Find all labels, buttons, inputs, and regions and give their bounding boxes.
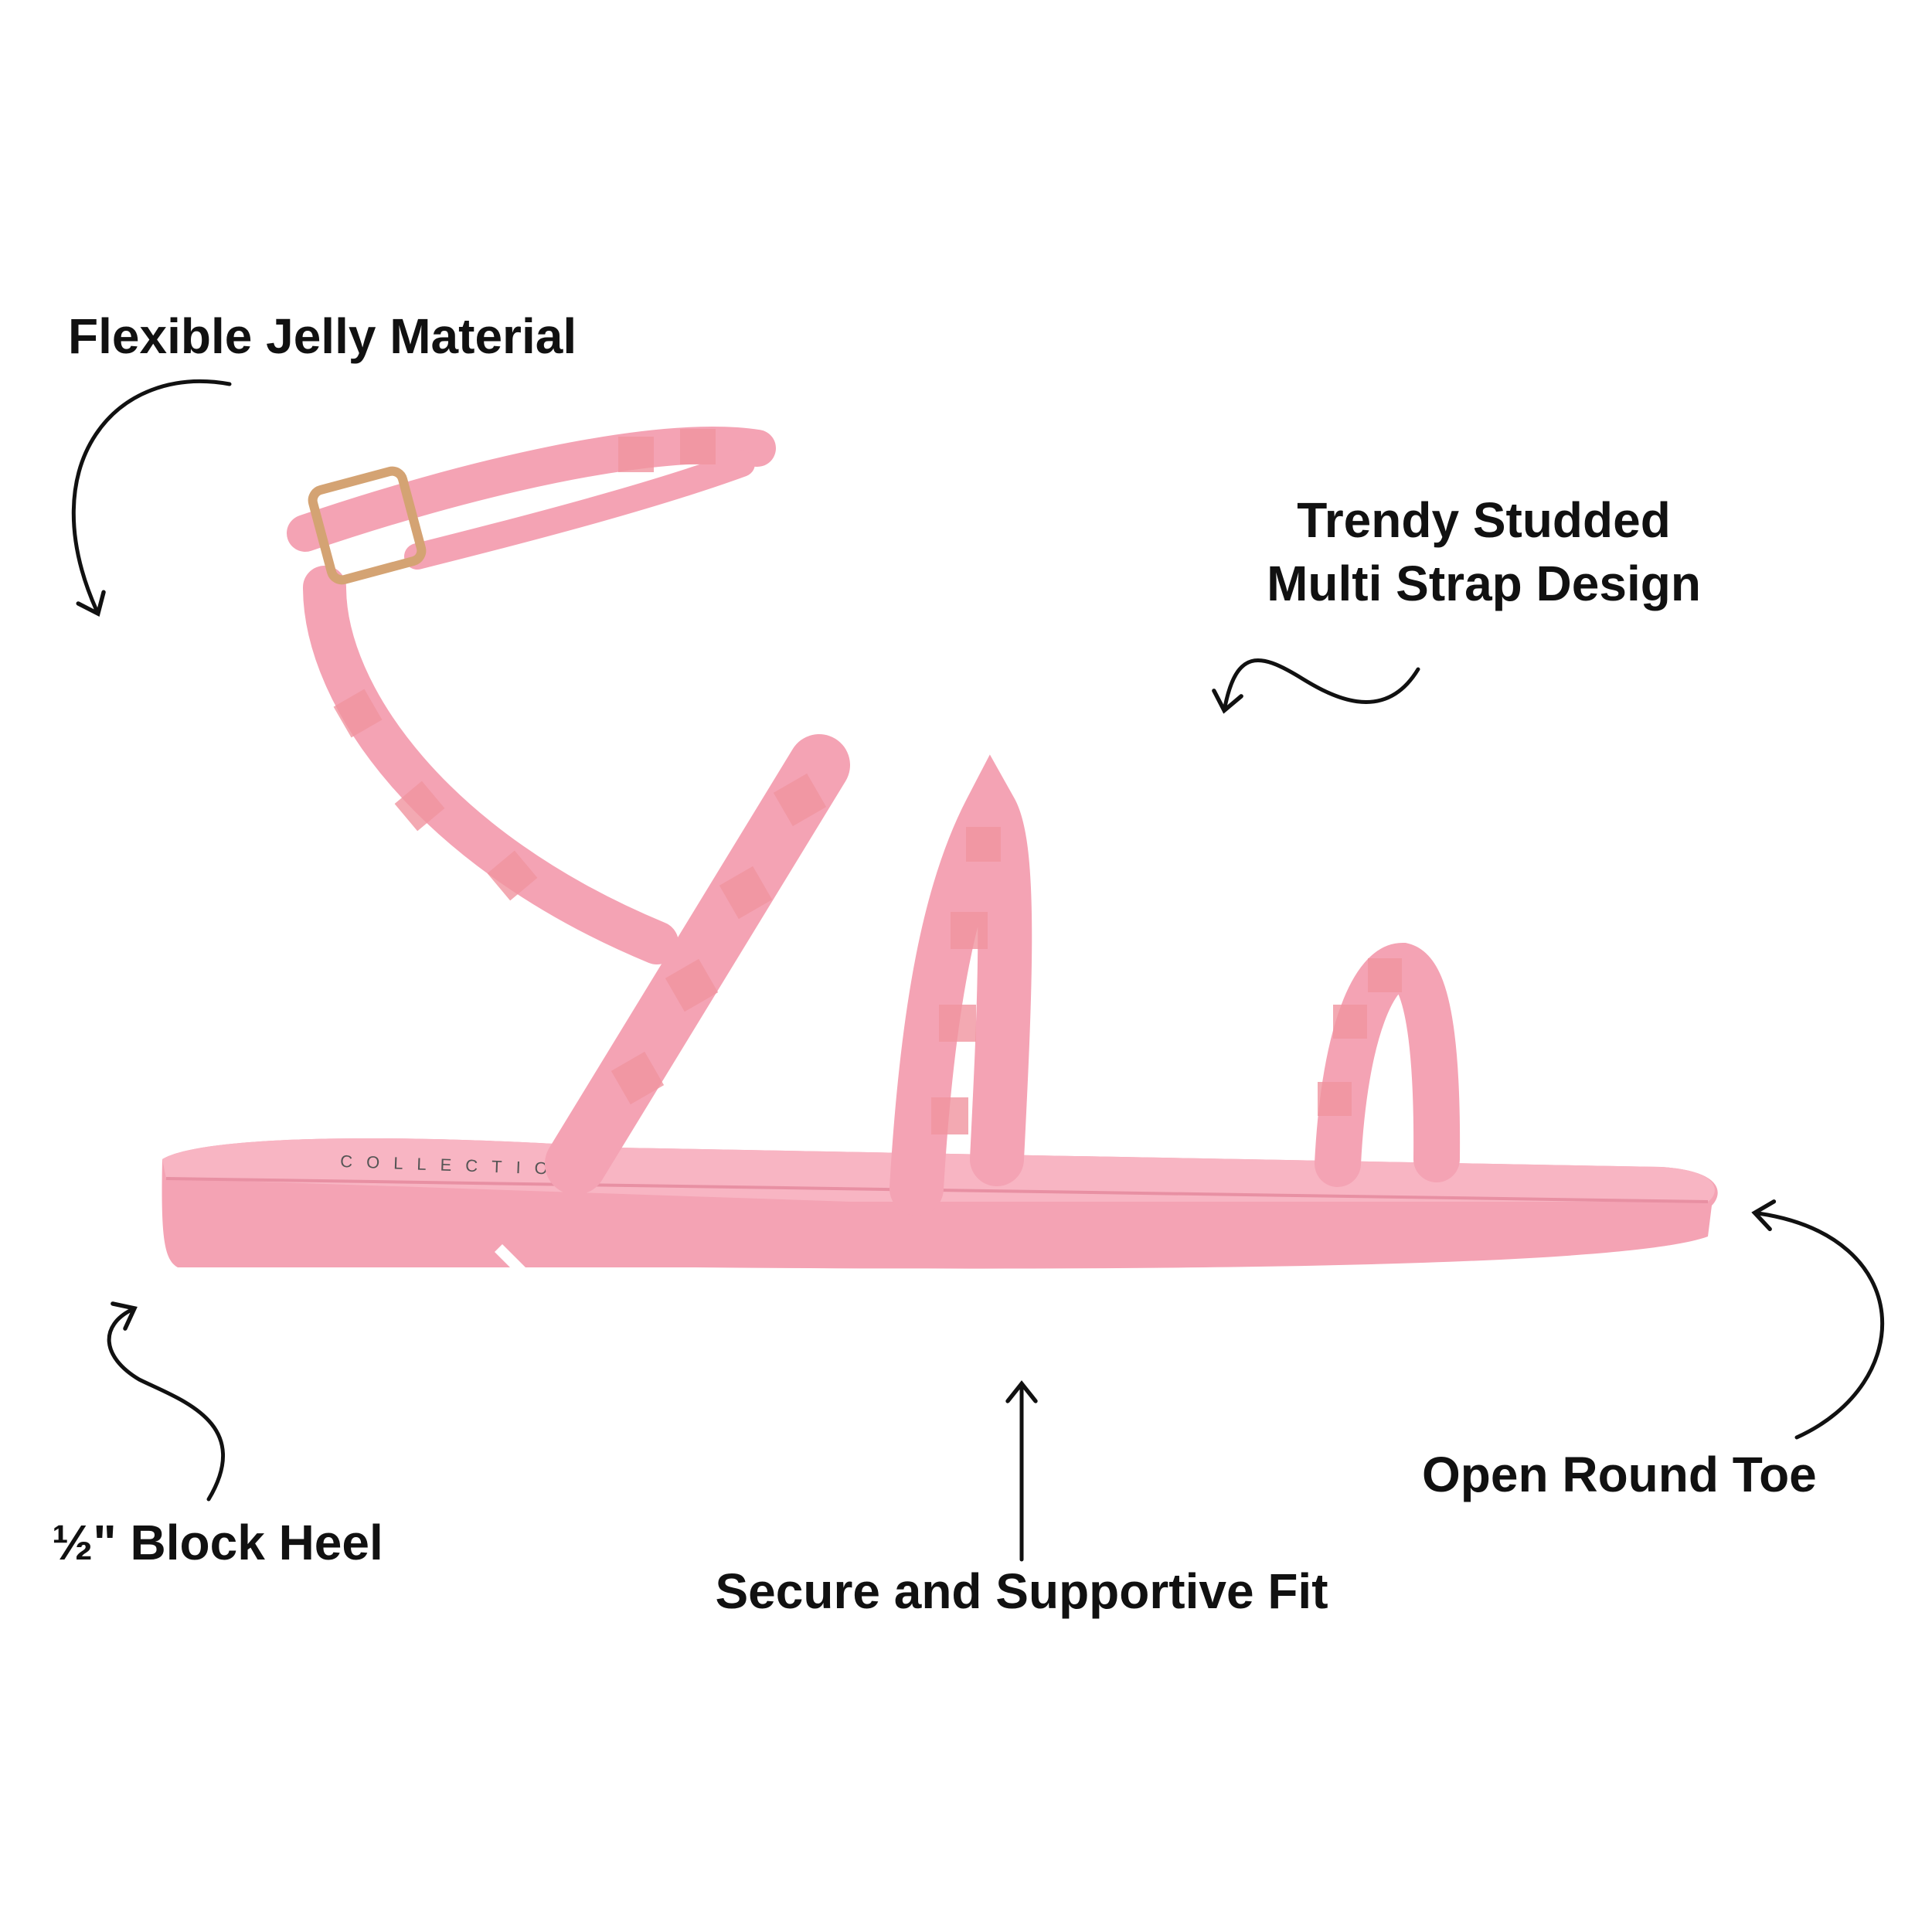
arrow-toe-icon xyxy=(1751,1199,1885,1440)
callout-design-line1: Trendy Studded xyxy=(1297,492,1671,548)
callout-design-line2: Multi Strap Design xyxy=(1267,556,1701,611)
studs xyxy=(333,429,1402,1134)
arrow-material-icon xyxy=(71,379,232,617)
buckle-icon xyxy=(308,466,427,585)
callout-heel: ½" Block Heel xyxy=(52,1515,383,1570)
arrow-design-icon xyxy=(1212,658,1420,714)
callout-toe: Open Round Toe xyxy=(1422,1447,1817,1502)
arrow-heel-icon xyxy=(107,1301,226,1502)
callout-material: Flexible Jelly Material xyxy=(68,308,577,364)
ankle-strap xyxy=(287,427,776,964)
callout-fit: Secure and Supportive Fit xyxy=(715,1563,1328,1619)
